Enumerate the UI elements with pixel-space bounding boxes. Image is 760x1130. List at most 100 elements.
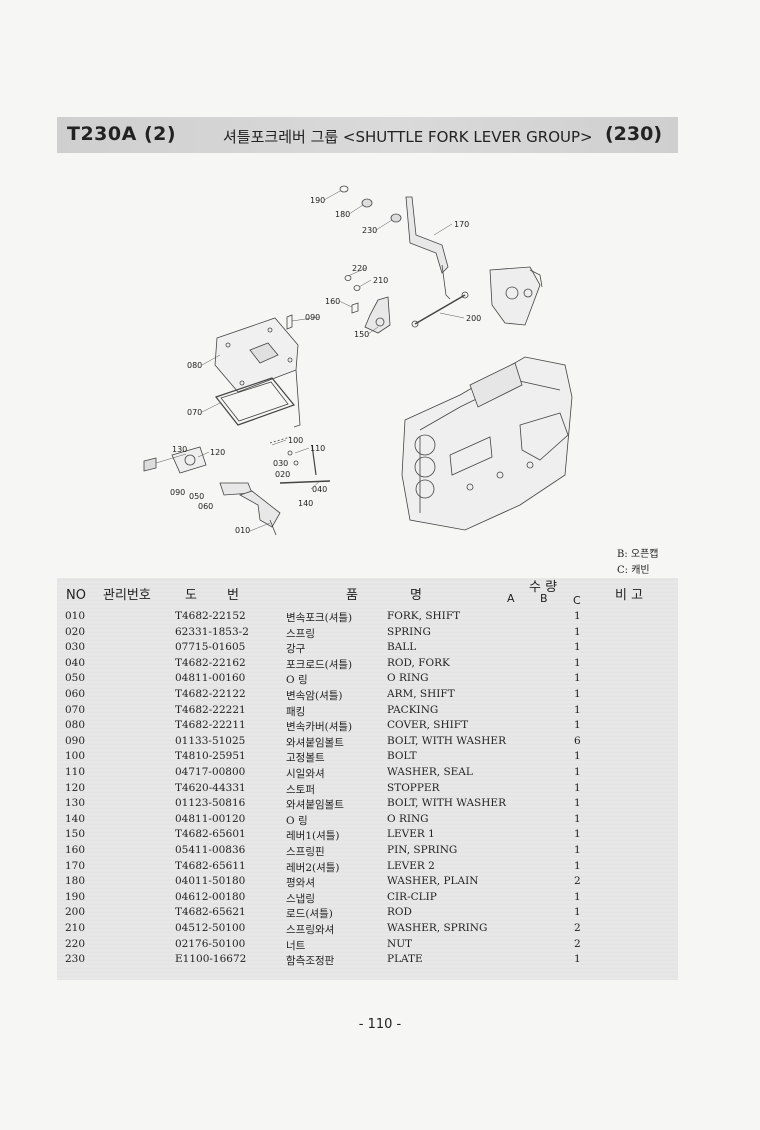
callout-label: 180: [335, 210, 350, 219]
row-korean-name: 레버1(셔틀): [286, 830, 340, 843]
row-quantity: 1: [574, 906, 581, 919]
row-part-number: T4682-22162: [175, 656, 246, 669]
row-quantity: 1: [574, 688, 581, 700]
row-part-number: T4682-22211: [175, 719, 246, 732]
row-english-name: BOLT, WITH WASHER: [387, 734, 506, 747]
row-korean-name: 스프링핀: [286, 846, 325, 858]
row-quantity: 1: [574, 672, 581, 685]
callout-label: 080: [187, 361, 202, 370]
row-english-name: BOLT, WITH WASHER: [387, 797, 506, 810]
callout-label: 190: [310, 196, 325, 205]
row-no: 060: [65, 688, 86, 700]
row-english-name: WASHER, SPRING: [387, 922, 488, 934]
row-quantity: 1: [574, 844, 581, 856]
row-english-name: PLATE: [387, 953, 423, 966]
row-korean-name: 와셔붙임볼트: [286, 736, 344, 749]
row-part-number: T4810-25951: [175, 750, 246, 763]
group-title: 셔틀포크레버 그룹 <SHUTTLE FORK LEVER GROUP>: [223, 128, 593, 146]
row-korean-name: 함측조정판: [286, 955, 335, 968]
col-header-qty-c: C: [573, 594, 581, 607]
row-english-name: SPRING: [387, 625, 431, 638]
callout-label: 090: [305, 313, 320, 322]
callout-label: 200: [466, 314, 481, 323]
callout-label: 160: [325, 297, 340, 306]
callout-label: 010: [235, 526, 250, 535]
row-no: 200: [65, 906, 86, 919]
row-english-name: BALL: [387, 641, 417, 654]
row-part-number: T4620-44331: [175, 781, 246, 794]
callout-label: 220: [352, 264, 367, 273]
row-no: 190: [65, 890, 86, 903]
row-quantity: 1: [574, 656, 581, 669]
callout-label: 070: [187, 408, 202, 417]
row-part-number: T4682-22122: [175, 688, 246, 700]
callout-label: 020: [275, 470, 290, 479]
row-english-name: PACKING: [387, 703, 439, 716]
row-english-name: COVER, SHIFT: [387, 719, 469, 732]
callout-label: 170: [454, 220, 469, 229]
row-english-name: WASHER, PLAIN: [387, 875, 479, 888]
row-part-number: T4682-22152: [175, 610, 246, 622]
row-part-number: 62331-1853-2: [175, 625, 249, 638]
row-english-name: O RING: [387, 812, 429, 825]
row-no: 130: [65, 797, 86, 810]
col-header-qty: 수 량: [529, 580, 558, 595]
row-no: 180: [65, 875, 86, 888]
row-korean-name: 스냅링: [286, 892, 315, 905]
row-no: 010: [65, 610, 86, 622]
row-english-name: LEVER 2: [387, 859, 435, 872]
col-header-remark: 비 고: [615, 588, 644, 603]
row-quantity: 6: [574, 734, 581, 747]
row-korean-name: O 링: [286, 814, 308, 827]
row-korean-name: 스프링와셔: [286, 924, 335, 936]
row-english-name: BOLT: [387, 750, 417, 763]
col-header-no: NO: [66, 588, 86, 603]
row-part-number: 04811-00160: [175, 672, 246, 685]
legend-b: B: 오픈캡: [617, 549, 659, 560]
row-part-number: T4682-65601: [175, 828, 246, 841]
row-no: 080: [65, 719, 86, 732]
row-part-number: 02176-50100: [175, 937, 246, 950]
row-part-number: 04512-50100: [175, 922, 246, 934]
row-quantity: 1: [574, 766, 581, 778]
row-no: 030: [65, 641, 86, 654]
callout-label: 060: [198, 502, 213, 511]
callout-label: 090: [170, 488, 185, 497]
row-quantity: 2: [574, 937, 581, 950]
row-no: 020: [65, 625, 86, 638]
row-no: 100: [65, 750, 86, 763]
callout-label: 110: [310, 444, 325, 453]
callout-label: 230: [362, 226, 377, 235]
row-part-number: 07715-01605: [175, 641, 246, 654]
row-english-name: FORK, SHIFT: [387, 610, 461, 622]
row-korean-name: 와셔붙임볼트: [286, 799, 344, 812]
row-part-number: T4682-65621: [175, 906, 246, 919]
row-english-name: ROD, FORK: [387, 656, 450, 669]
row-part-number: 05411-00836: [175, 844, 246, 856]
row-korean-name: 스토퍼: [286, 783, 315, 796]
row-korean-name: 변속암(셔틀): [286, 690, 343, 702]
row-no: 090: [65, 734, 86, 747]
row-part-number: 04811-00120: [175, 812, 246, 825]
row-korean-name: 평와셔: [286, 877, 315, 890]
row-no: 110: [65, 766, 86, 778]
row-no: 220: [65, 937, 86, 950]
row-english-name: CIR-CLIP: [387, 890, 437, 903]
callout-label: 130: [172, 445, 187, 454]
row-korean-name: 레버2(셔틀): [286, 861, 340, 874]
row-no: 140: [65, 812, 86, 825]
